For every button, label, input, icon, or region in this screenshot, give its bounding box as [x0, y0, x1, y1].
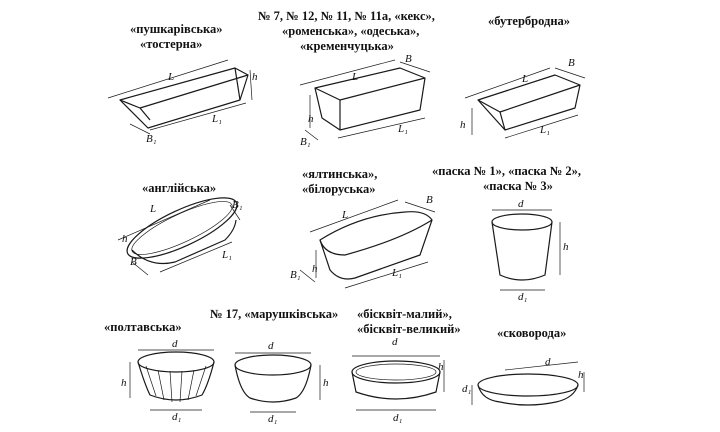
- dim-h: h: [312, 263, 318, 275]
- dim-h: h: [578, 369, 584, 381]
- dim-h: h: [308, 113, 314, 125]
- dim-L1: L₁: [539, 124, 550, 136]
- caption-forms-line3: «кременчуцька»: [300, 39, 394, 53]
- pan-biskvit: d h d₁: [351, 336, 445, 424]
- dim-d1: d₁: [518, 291, 528, 303]
- dim-L: L: [341, 209, 348, 221]
- caption-yaltynska: «ялтинська»,: [302, 167, 377, 181]
- caption-angliyska: «англійська»: [142, 181, 216, 195]
- dim-d: d: [268, 340, 274, 352]
- dim-d: d: [518, 198, 524, 210]
- dim-L1: L₁: [211, 113, 222, 125]
- dim-h: h: [323, 377, 329, 389]
- dim-B: B: [426, 194, 433, 206]
- dim-d1: d₁: [393, 412, 403, 424]
- dim-h: h: [438, 361, 444, 373]
- dim-h: h: [563, 241, 569, 253]
- dim-L: L: [167, 71, 174, 83]
- dim-L1: L₁: [397, 123, 408, 135]
- caption-tosterna: «тостерна»: [140, 37, 202, 51]
- pan-yaltynska: L B h B₁ L₁: [290, 194, 436, 289]
- dim-L1: L₁: [391, 267, 402, 279]
- caption-biskvit-malyi: «бісквіт-малий»,: [357, 307, 452, 321]
- caption-paska-line1: «паска № 1», «паска № 2»,: [432, 164, 581, 178]
- dim-L1: L₁: [221, 249, 232, 261]
- pan-marushkivska: d h d₁: [234, 340, 329, 425]
- dim-B: B: [130, 256, 137, 268]
- dim-B1: B₁: [300, 136, 311, 148]
- dim-d1: d₁: [172, 411, 182, 423]
- caption-buterbrodna: «бутербродна»: [488, 14, 570, 28]
- dim-B: B: [405, 53, 412, 65]
- caption-pushkarivska: «пушкарівська»: [130, 22, 223, 36]
- pan-standard: L B h B₁ L₁: [299, 53, 431, 148]
- dim-h: h: [460, 119, 466, 131]
- pan-buterbrodna: L B h L₁: [460, 57, 586, 139]
- dim-d: d: [545, 356, 551, 368]
- dim-L: L: [521, 73, 528, 85]
- dim-d1: d₁: [268, 413, 278, 425]
- dim-h: h: [252, 71, 258, 83]
- dim-L: L: [149, 203, 156, 215]
- caption-paska-line2: «паска № 3»: [483, 179, 553, 193]
- caption-no17-marushkivska: № 17, «марушківська»: [210, 307, 338, 321]
- dim-B1: B₁: [232, 199, 243, 211]
- dim-B: B: [568, 57, 575, 69]
- dim-d: d: [392, 336, 398, 348]
- dim-L: L: [351, 71, 358, 83]
- caption-forms-line2: «роменська», «одеська»,: [282, 24, 419, 38]
- caption-biloruska: «білоруська»: [302, 182, 376, 196]
- caption-forms-line1: № 7, № 12, № 11, № 11а, «кекс»,: [258, 9, 435, 23]
- dim-d1: d₁: [462, 383, 472, 395]
- pan-paska: d h d₁: [491, 198, 569, 303]
- dim-h: h: [121, 377, 127, 389]
- dim-h: h: [122, 233, 128, 245]
- pan-poltavska: d h d₁: [121, 338, 215, 423]
- caption-poltavska: «полтавська»: [104, 320, 182, 334]
- pan-angliyska: L B₁ h B L₁: [117, 197, 243, 276]
- pan-pushkarivska: L h L₁ B₁: [107, 59, 258, 145]
- dim-B1: B₁: [290, 269, 301, 281]
- caption-biskvit-velykyi: «бісквіт-великий»: [357, 322, 461, 336]
- caption-skovoroda: «сковорода»: [497, 326, 566, 340]
- dim-d: d: [172, 338, 178, 350]
- pan-skovoroda: d h d₁: [462, 356, 585, 406]
- dim-B1: B₁: [146, 133, 157, 145]
